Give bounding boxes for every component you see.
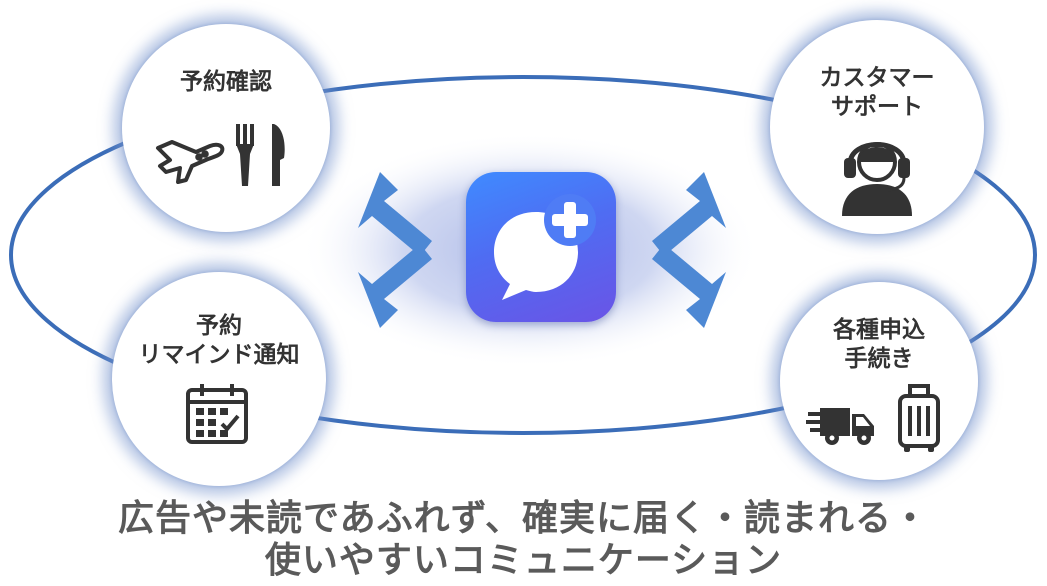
arrow-up-left xyxy=(358,172,432,256)
node-customer-support: カスタマー サポート xyxy=(770,20,984,234)
caption-line-2: 使いやすいコミュニケーション xyxy=(264,540,783,581)
node-applications: 各種申込 手続き xyxy=(780,282,978,480)
chat-bubble-plus-icon xyxy=(494,194,596,300)
fork-knife-icon xyxy=(236,124,285,186)
suitcase-icon xyxy=(898,384,940,452)
node-reservation-confirm: 予約確認 xyxy=(122,24,330,232)
node-label-reservation-reminder: 予約 リマインド通知 xyxy=(138,313,300,368)
caption-line-1: 広告や未読であふれず、確実に届く・読まれる・ xyxy=(117,498,930,539)
delivery-truck-icon xyxy=(806,408,874,445)
node-label-customer-support: カスタマー サポート xyxy=(819,65,935,120)
arrow-down-left xyxy=(358,244,432,328)
node-label-applications: 各種申込 手続き xyxy=(833,317,925,372)
arrow-up-right xyxy=(652,172,726,256)
headset-operator-icon xyxy=(842,142,912,216)
calendar-icon xyxy=(186,384,248,444)
arrow-down-right xyxy=(652,244,726,328)
airplane-icon xyxy=(156,140,225,184)
node-label-reservation-confirm: 予約確認 xyxy=(180,69,272,95)
caption: 広告や未読であふれず、確実に届く・読まれる・ 使いやすいコミュニケーション xyxy=(0,498,1047,582)
chat-plus-app-icon xyxy=(466,172,616,322)
node-reservation-reminder: 予約 リマインド通知 xyxy=(112,272,326,486)
orbit-ring xyxy=(9,75,1037,435)
